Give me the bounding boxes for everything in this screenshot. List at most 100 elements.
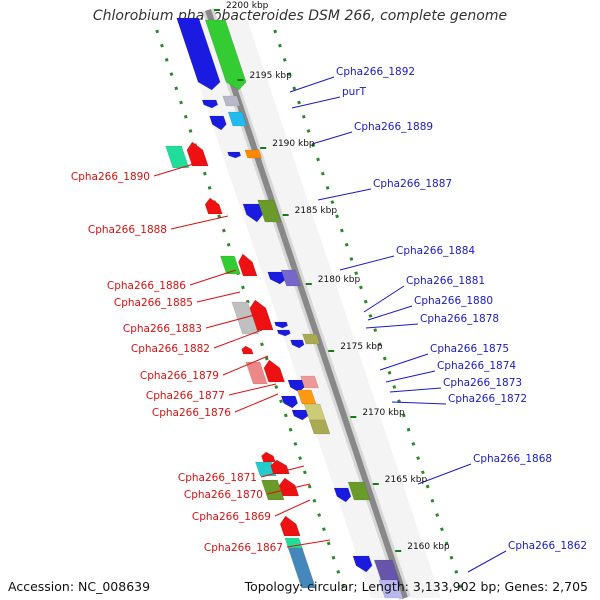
- leader-left: [260, 465, 305, 478]
- tick-label: 2170 kbp: [362, 408, 405, 418]
- gene-30: [291, 409, 309, 421]
- tick-label: 2200 kbp: [226, 1, 269, 11]
- gene-9: [186, 141, 209, 167]
- label-left: Cpha266_1890: [71, 171, 150, 183]
- tick-label: 2160 kbp: [407, 542, 450, 552]
- label-right: Cpha266_1878: [420, 313, 499, 325]
- gene-27: [300, 375, 320, 389]
- gene-43: [352, 555, 373, 573]
- label-right: Cpha266_1872: [448, 393, 527, 405]
- label-right: Cpha266_1887: [373, 178, 452, 190]
- leader-right: [389, 387, 442, 393]
- leader-right: [467, 550, 507, 573]
- gene-28: [280, 395, 299, 409]
- label-leaders: [153, 76, 507, 573]
- label-left: Cpha266_1876: [152, 407, 231, 419]
- gene-5: [227, 111, 248, 127]
- gene-32: [308, 419, 331, 435]
- gene-37: [278, 477, 300, 497]
- leader-right: [379, 353, 429, 371]
- gene-26: [287, 379, 305, 393]
- tick-label: 2180 kbp: [318, 275, 361, 285]
- leader-left: [196, 291, 241, 303]
- gene-18: [249, 299, 274, 331]
- label-left: Cpha266_1867: [204, 542, 283, 554]
- gene-bands: [177, 20, 441, 598]
- leader-left: [274, 499, 311, 517]
- band-left: [177, 20, 401, 598]
- label-right: Cpha266_1862: [508, 540, 587, 552]
- gene-15: [267, 271, 287, 285]
- backbone-line: [205, 9, 408, 599]
- label-left: Cpha266_1885: [114, 297, 193, 309]
- leader-left: [189, 269, 237, 286]
- leader-right: [385, 370, 436, 383]
- leader-left: [213, 329, 263, 349]
- leader-left: [222, 355, 269, 376]
- leader-left: [205, 313, 259, 329]
- label-left: Cpha266_1871: [178, 472, 257, 484]
- gene-38: [333, 487, 352, 503]
- tick-label: 2190 kbp: [272, 139, 315, 149]
- label-left: Cpha266_1883: [123, 323, 202, 335]
- leader-right: [291, 96, 341, 109]
- gene-6: [227, 151, 242, 159]
- tick-label: 2175 kbp: [340, 342, 383, 352]
- leader-left: [266, 483, 311, 495]
- gene-45: [378, 579, 404, 599]
- label-right: Cpha266_1881: [406, 275, 485, 287]
- gene-40: [279, 515, 301, 537]
- leader-left: [234, 393, 279, 413]
- leader-right: [317, 188, 372, 201]
- label-left: Cpha266_1879: [140, 370, 219, 382]
- tick-label: 2195 kbp: [249, 71, 292, 81]
- leader-right: [367, 305, 413, 321]
- label-left: Cpha266_1882: [131, 343, 210, 355]
- leader-right: [311, 131, 353, 145]
- label-left: Cpha266_1870: [184, 489, 263, 501]
- label-right: Cpha266_1892: [336, 66, 415, 78]
- gene-3: [222, 95, 241, 107]
- gene-33: [261, 451, 276, 463]
- leader-left: [153, 161, 201, 177]
- leader-left: [228, 383, 277, 396]
- gene-12: [257, 199, 282, 223]
- gene-19: [274, 321, 289, 329]
- label-right: Cpha266_1873: [443, 377, 522, 389]
- leader-left: [170, 215, 229, 230]
- label-right: Cpha266_1880: [414, 295, 493, 307]
- gene-labels: 2200 kbp 2195 kbp 2190 kbp 2185 kbp 2180 kbp…: [71, 1, 587, 554]
- gene-2: [201, 99, 219, 109]
- leader-right: [365, 323, 419, 329]
- leader-right: [417, 463, 472, 485]
- scale-ticks: [213, 9, 402, 552]
- label-left: Cpha266_1877: [146, 390, 225, 402]
- leader-right: [391, 401, 447, 405]
- label-right: Cpha266_1868: [473, 453, 552, 465]
- leader-left: [286, 539, 331, 548]
- tick-label: 2165 kbp: [385, 475, 428, 485]
- gene-17: [231, 301, 259, 335]
- gene-24: [245, 361, 268, 385]
- leader-right: [339, 255, 395, 271]
- accession-text: Accession: NC_008639: [8, 579, 151, 594]
- tick-label: 2185 kbp: [295, 206, 338, 216]
- gene-20: [276, 329, 291, 337]
- genes: [165, 17, 404, 599]
- gene-7: [244, 149, 262, 159]
- label-left: Cpha266_1886: [107, 280, 186, 292]
- genome-backbone: [202, 8, 411, 600]
- topology-text: Topology: circular; Length: 3,133,902 bp…: [244, 579, 588, 594]
- gene-8: [165, 145, 190, 169]
- label-left: Cpha266_1888: [88, 224, 167, 236]
- gene-23: [241, 345, 254, 355]
- gene-39: [347, 481, 371, 501]
- leader-right: [289, 76, 335, 93]
- band-right: [217, 20, 441, 598]
- label-left: Cpha266_1869: [192, 511, 271, 523]
- leader-right: [363, 285, 405, 313]
- gene-13: [219, 255, 241, 275]
- gene-42: [287, 547, 317, 589]
- label-right: purT: [342, 86, 367, 98]
